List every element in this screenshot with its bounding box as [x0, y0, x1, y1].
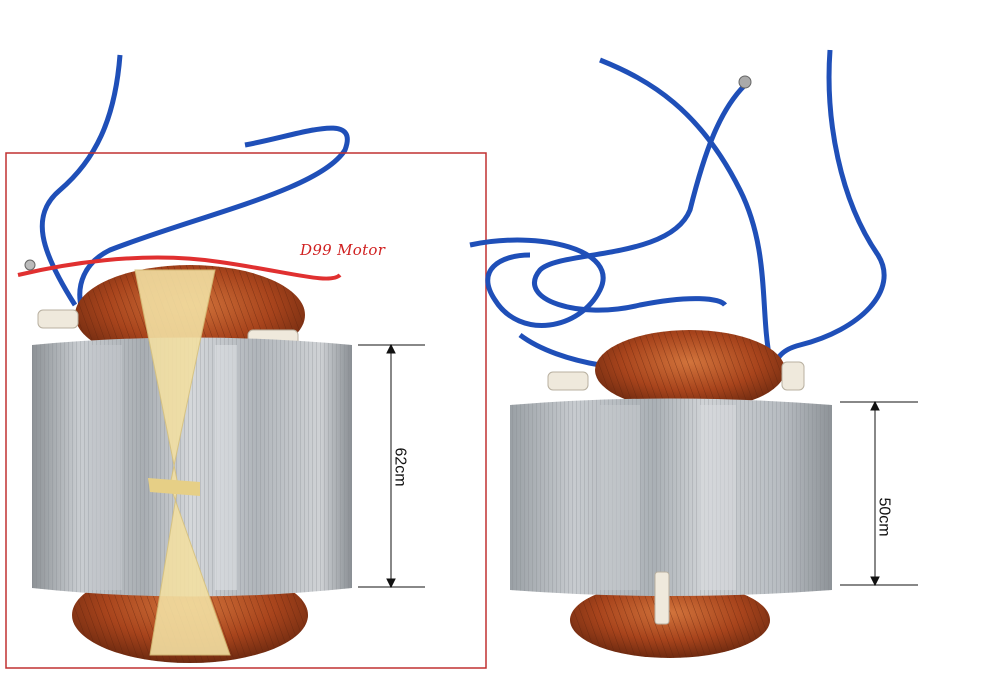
right-dimension [840, 400, 918, 587]
motor-label: D99 Motor [300, 241, 386, 259]
left-height-label: 62cm [391, 447, 409, 487]
highlight-box [5, 152, 487, 669]
right-stator [469, 49, 887, 658]
left-stator [17, 54, 352, 663]
right-height-label: 50cm [875, 497, 893, 537]
left-dimension [358, 343, 425, 589]
